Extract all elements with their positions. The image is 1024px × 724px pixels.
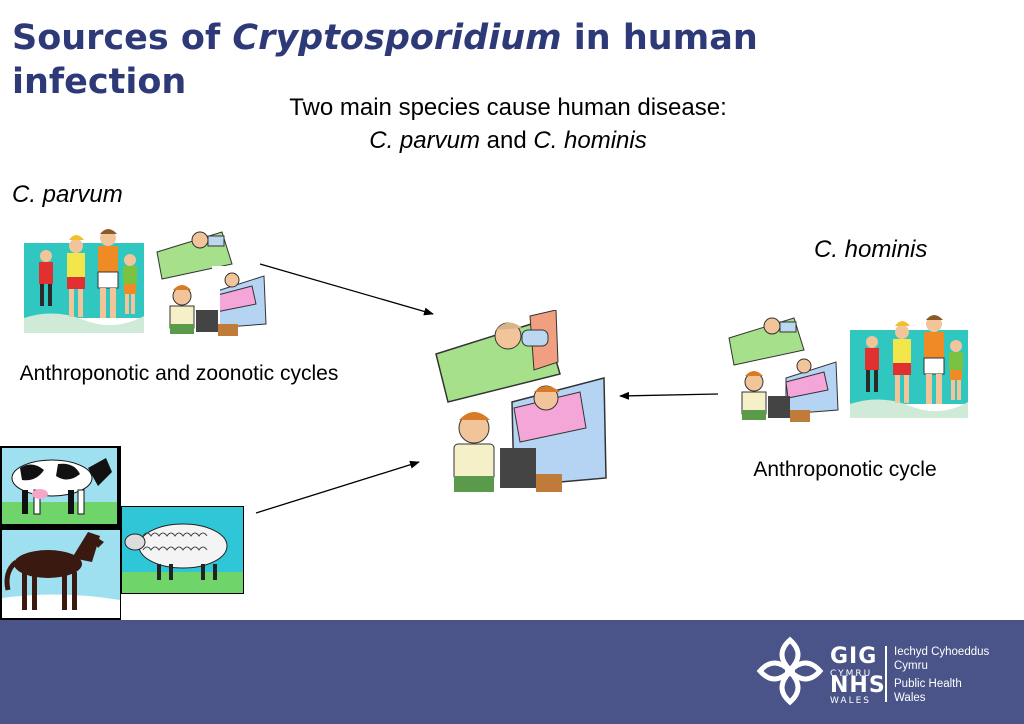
logo-divider [885, 646, 887, 702]
intro-line2: C. parvum and C. hominis [200, 124, 816, 157]
left-caption: Anthroponotic and zoonotic cycles [19, 362, 339, 385]
intro-species1: C. parvum [369, 127, 480, 154]
arrow-icon-right [619, 391, 719, 400]
logo-welsh-line2: Cymru [894, 660, 928, 672]
intro-line1: Two main species cause human disease: [289, 94, 727, 121]
title-suffix: in human infection [12, 18, 758, 102]
horse-icon [0, 528, 121, 620]
arrow-icon-bottom [255, 460, 420, 514]
title-prefix: Sources of [12, 18, 233, 58]
sick-people-icon-center [435, 310, 607, 492]
sheep-icon [121, 506, 244, 594]
logo-cymru: CYMRU [830, 669, 873, 679]
right-caption: Anthroponotic cycle [753, 458, 937, 481]
footer-bar [0, 620, 1024, 724]
logo-english-line2: Wales [894, 692, 926, 704]
sick-people-icon [154, 226, 267, 336]
right-species-label: C. hominis [814, 236, 928, 263]
intro-text: Two main species cause human disease: C.… [200, 91, 816, 157]
family-walking-icon-right [850, 315, 968, 418]
logo-gig: GIG [830, 644, 878, 669]
arrow-icon-top [259, 263, 434, 316]
title-italic: Cryptosporidium [232, 18, 562, 58]
logo-welsh-line1: Iechyd Cyhoeddus [894, 646, 990, 658]
page-title: Sources of Cryptosporidium in human infe… [12, 16, 872, 104]
family-walking-icon [24, 229, 144, 333]
logo-nhs: NHS [830, 673, 886, 698]
intro-species2: C. hominis [533, 127, 647, 154]
logo-wales: WALES [830, 696, 871, 706]
cow-icon [0, 446, 121, 528]
intro-and: and [479, 127, 534, 154]
sick-people-icon-right [728, 317, 839, 422]
logo-english-line1: Public Health [894, 678, 962, 690]
nhs-wales-logo-icon [756, 636, 824, 706]
left-species-label: C. parvum [12, 181, 123, 208]
